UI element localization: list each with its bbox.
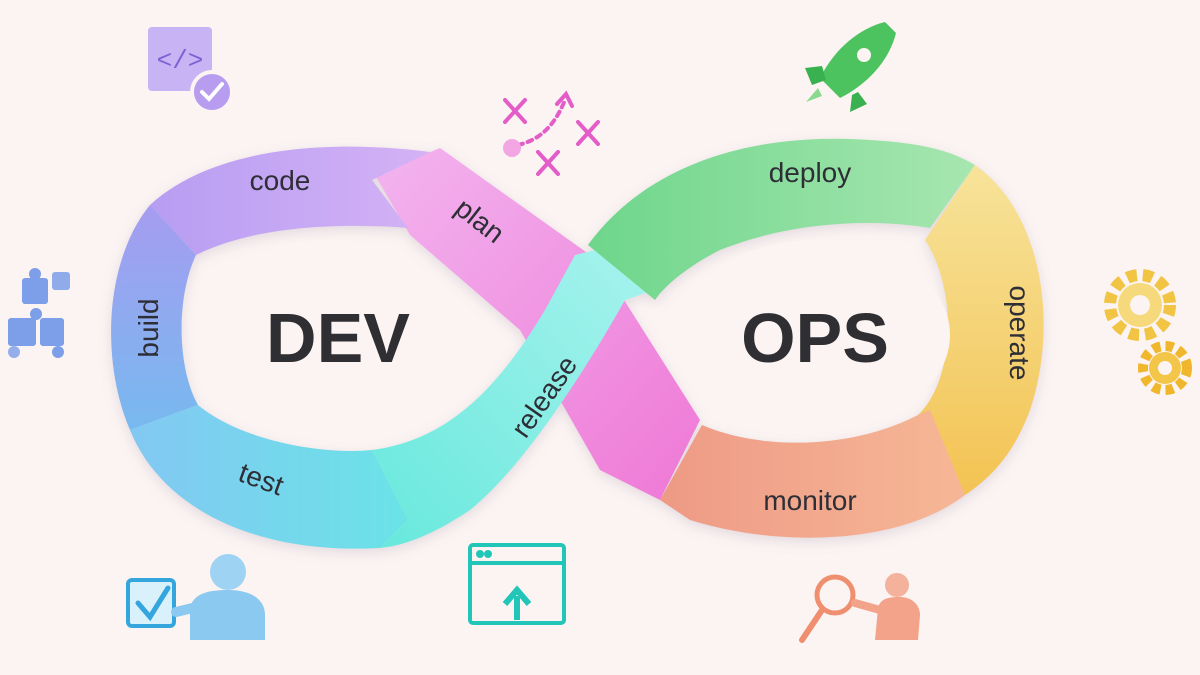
svg-text:</>: </> <box>157 46 204 76</box>
upload-window-icon <box>468 543 566 625</box>
ops-loop-center <box>680 240 950 430</box>
label-monitor: monitor <box>763 485 856 516</box>
segment-monitor <box>660 410 965 538</box>
rocket-icon <box>805 22 896 112</box>
label-deploy: deploy <box>769 157 852 188</box>
tester-icon <box>126 554 265 640</box>
strategy-icon <box>503 90 600 176</box>
dev-title: DEV <box>266 299 410 377</box>
segment-code <box>150 146 430 255</box>
label-code: code <box>250 165 311 196</box>
monitor-person-icon <box>799 573 920 643</box>
ops-title: OPS <box>741 299 889 377</box>
segment-deploy <box>588 138 975 300</box>
label-build: build <box>133 298 164 357</box>
segment-build <box>111 205 198 430</box>
code-check-icon: </> <box>148 27 234 114</box>
dev-loop-center <box>195 240 455 430</box>
infinity-loop <box>111 138 1044 549</box>
segment-test <box>130 405 408 549</box>
label-operate: operate <box>1004 286 1035 381</box>
puzzle-icon <box>8 268 70 358</box>
segment-release <box>372 240 654 548</box>
gears-icon <box>1104 269 1192 395</box>
segment-operate <box>918 165 1044 495</box>
